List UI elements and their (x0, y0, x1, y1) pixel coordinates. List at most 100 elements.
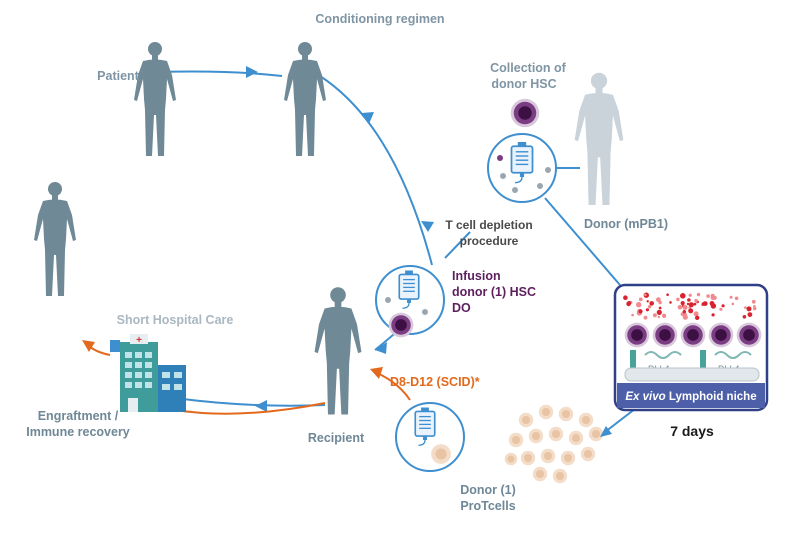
serum-dot (742, 315, 747, 319)
lymphoid-niche-box: DLL4 DLL4 Ex vivo Lymphoid niche (613, 283, 769, 412)
serum-dot (688, 293, 692, 297)
patient-figure-icon (134, 42, 176, 156)
serum-dot (721, 304, 725, 308)
protcell-icon (548, 426, 564, 442)
serum-dot (638, 297, 643, 302)
serum-dot (638, 309, 643, 314)
serum-dot (656, 309, 662, 315)
serum-dot (636, 302, 642, 308)
protcell-icon (518, 412, 534, 428)
protcell-icon (532, 466, 548, 482)
infusion-label-2: donor (1) HSC (452, 285, 536, 299)
serum-dot (751, 299, 756, 304)
serum-dot (688, 302, 694, 308)
serum-dot (696, 292, 701, 297)
protcell-icon (538, 404, 554, 420)
protcell-icon (588, 426, 604, 442)
serum-dot (680, 293, 686, 299)
protcell-icon (528, 428, 544, 444)
short-hospital-label: Short Hospital Care (117, 313, 234, 327)
serum-dot (657, 315, 660, 319)
hsc-cell-icon (680, 322, 706, 348)
serum-dot (687, 298, 691, 302)
serum-dot (747, 312, 753, 317)
days-label: 7 days (670, 423, 714, 439)
donor-mpb1-label: Donor (mPB1) (584, 217, 668, 231)
tcell-depletion-circle (487, 133, 557, 203)
engraftment-label-1: Engraftment / (38, 409, 119, 423)
serum-dot (744, 306, 747, 309)
serum-dot (658, 300, 662, 305)
protcell-icon (508, 432, 524, 448)
hsc-cell-icon (652, 322, 678, 348)
serum-dot (644, 293, 647, 297)
serum-dot (688, 308, 694, 314)
protcell-icon (578, 412, 594, 428)
serum-dot (677, 304, 683, 310)
tcell-label-2: procedure (460, 234, 519, 248)
hsc-cell-icon (510, 98, 540, 128)
protcell-icon (580, 446, 596, 462)
infusion-label-1: Infusion (452, 269, 501, 283)
recipient-label: Recipient (308, 431, 365, 445)
serum-dot (731, 302, 735, 306)
serum-dot (710, 295, 716, 301)
serum-dot (682, 314, 688, 320)
conditioning-label: Conditioning regimen (315, 12, 444, 26)
protcell-icon (540, 448, 556, 464)
serum-dot (661, 313, 667, 318)
arrowhead (600, 426, 612, 437)
infusion-label-3: DO (452, 301, 471, 315)
hsc-cell-icon (708, 322, 734, 348)
donor1-label-1: Donor (1) (460, 483, 516, 497)
protcell-icon (568, 430, 584, 446)
arrowhead (421, 221, 434, 232)
serum-dot (709, 301, 715, 306)
recovered-patient-figure-icon (34, 182, 76, 296)
protcell-icon (560, 450, 576, 466)
serum-dot (680, 301, 685, 306)
serum-dot (706, 294, 710, 298)
collection-label-1: Collection of (490, 61, 567, 75)
serum-dot (658, 306, 662, 310)
d8-d12-label: D8-D12 (SCID)* (390, 375, 480, 389)
serum-dot (652, 313, 657, 318)
serum-dot (643, 315, 648, 320)
serum-dot (682, 310, 686, 314)
serum-dot (694, 298, 698, 303)
serum-dot (693, 311, 699, 317)
hospital-building-icon: + (110, 334, 186, 412)
serum-dot (666, 293, 669, 297)
serum-dot (631, 313, 634, 317)
niche-connector (544, 197, 621, 286)
protcell-icon (431, 444, 451, 464)
recipient-figure-icon (314, 287, 362, 415)
donor-figure-icon (574, 72, 624, 205)
serum-dot (682, 304, 688, 310)
protcell-cluster (504, 404, 604, 484)
serum-dot (669, 301, 672, 304)
engraftment-label-2: Immune recovery (26, 425, 130, 439)
arrowhead (370, 367, 383, 379)
serum-dot (623, 295, 628, 301)
serum-dot (645, 308, 650, 312)
arrowhead (375, 342, 387, 354)
serum-dot (627, 301, 631, 305)
serum-dot (646, 300, 649, 303)
serum-dot (701, 303, 705, 306)
collection-label-2: donor HSC (491, 77, 556, 91)
hsc-cell-icon (736, 322, 762, 348)
serum-dot (719, 307, 723, 311)
serum-dot (729, 295, 733, 299)
serum-dot (711, 313, 715, 317)
patient-label: Patient (97, 69, 140, 83)
serum-dot (753, 306, 757, 311)
donor1-label-2: ProTcells (460, 499, 515, 513)
tcell-label-1: T cell depletion (445, 218, 532, 232)
infusion-circle (375, 265, 445, 338)
arrowhead (362, 112, 374, 124)
serum-dot (649, 301, 654, 306)
hsc-cell-icon (624, 322, 650, 348)
protcell-icon (520, 450, 536, 466)
